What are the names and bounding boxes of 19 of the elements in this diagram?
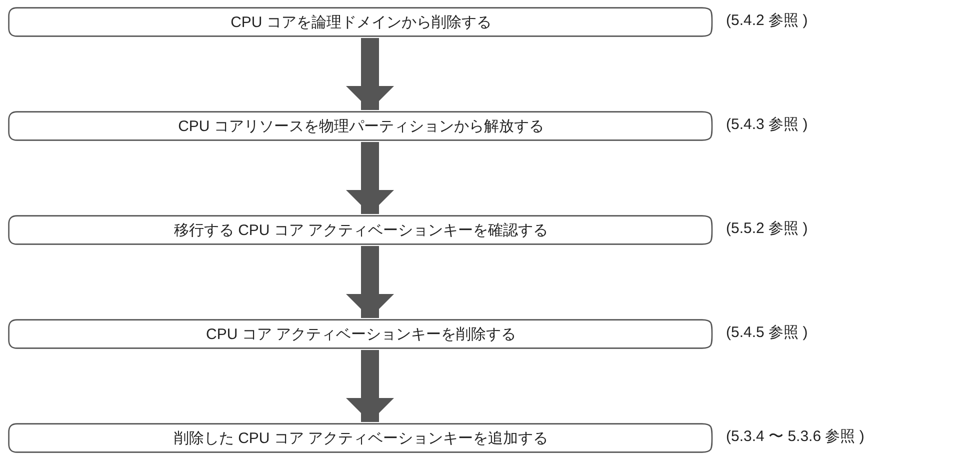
step-text: 削除した CPU コア アクティベーションキーを追加する	[174, 428, 548, 448]
process-box	[8, 111, 714, 141]
step-text: CPU コアを論理ドメインから削除する	[230, 12, 492, 32]
process-box	[8, 319, 714, 349]
arrow	[346, 246, 394, 318]
step-text: CPU コアリソースを物理パーティションから解放する	[178, 116, 544, 136]
section-reference: (5.4.3 参照 )	[726, 115, 808, 134]
section-reference: (5.3.4 〜 5.3.6 参照 )	[726, 427, 864, 446]
arrow	[346, 38, 394, 110]
section-reference: (5.4.2 参照 )	[726, 11, 808, 30]
process-box	[8, 423, 714, 453]
process-box	[8, 215, 714, 245]
section-reference: (5.5.2 参照 )	[726, 219, 808, 238]
step-text: 移行する CPU コア アクティベーションキーを確認する	[174, 220, 548, 240]
arrow	[346, 350, 394, 422]
section-reference: (5.4.5 参照 )	[726, 323, 808, 342]
process-box	[8, 7, 714, 37]
arrow	[346, 142, 394, 214]
step-text: CPU コア アクティベーションキーを削除する	[206, 324, 516, 344]
